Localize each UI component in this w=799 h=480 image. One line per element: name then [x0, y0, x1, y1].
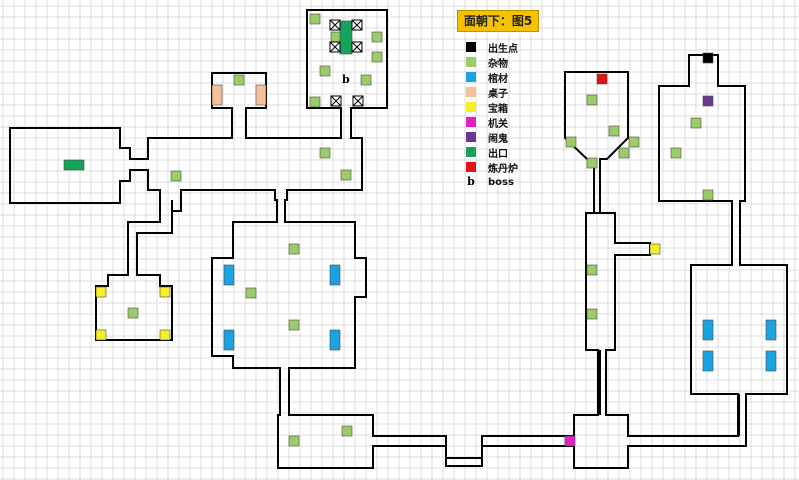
misc-marker: [245, 287, 257, 299]
misc-marker: [341, 425, 353, 437]
misc-marker: [628, 136, 640, 148]
misc-marker: [330, 31, 342, 43]
legend-item-chest: 宝箱: [466, 100, 518, 115]
legend-label-furnace: 炼丹炉: [488, 163, 518, 175]
legend-swatch-chest: [466, 102, 476, 112]
exit-marker: [63, 159, 85, 171]
coffin-marker: [765, 350, 777, 372]
legend-item-misc: 杂物: [466, 55, 518, 70]
chest-marker: [95, 286, 107, 298]
legend-swatch-exit: [466, 147, 476, 157]
misc-marker: [690, 117, 702, 129]
chest-marker: [159, 286, 171, 298]
misc-marker: [170, 170, 182, 182]
legend-label-spawn: 出生点: [488, 43, 518, 55]
misc-marker: [340, 169, 352, 181]
misc-marker: [670, 147, 682, 159]
legend-label-misc: 杂物: [488, 58, 508, 70]
table-marker: [211, 84, 223, 106]
legend-swatch-furnace: [466, 162, 476, 172]
legend-item-coffin: 棺材: [466, 70, 518, 85]
misc-marker: [618, 147, 630, 159]
misc-marker: [586, 157, 598, 169]
legend-swatch-table: [466, 87, 476, 97]
legend-swatch-ghost: [466, 132, 476, 142]
coffin-marker: [702, 319, 714, 341]
legend-item-spawn: 出生点: [466, 40, 518, 55]
legend-item-boss: b boss: [466, 175, 518, 189]
legend-label-mechanism: 机关: [488, 118, 508, 130]
legend-swatch-coffin: [466, 72, 476, 82]
chest-marker: [649, 243, 661, 255]
legend-label-table: 桌子: [488, 88, 508, 100]
boss-marker: b: [342, 73, 350, 86]
blocked-cell: [351, 19, 363, 31]
coffin-marker: [702, 350, 714, 372]
furnace-marker: [596, 73, 608, 85]
exit-marker: [339, 20, 353, 55]
coffin-marker: [223, 264, 235, 286]
misc-marker: [309, 96, 321, 108]
misc-marker: [586, 308, 598, 320]
legend-label-boss: boss: [488, 176, 514, 188]
map-title: 面朝下：图5: [457, 10, 539, 32]
misc-marker: [127, 307, 139, 319]
misc-marker: [233, 74, 245, 86]
blocked-cell: [329, 41, 341, 53]
map-markers: b: [63, 13, 777, 447]
blocked-cell: [329, 19, 341, 31]
blocked-cell: [330, 95, 342, 107]
legend-item-ghost: 闹鬼: [466, 130, 518, 145]
misc-marker: [608, 125, 620, 137]
legend-item-furnace: 炼丹炉: [466, 160, 518, 175]
misc-marker: [360, 74, 372, 86]
legend-item-table: 桌子: [466, 85, 518, 100]
misc-marker: [319, 147, 331, 159]
legend-swatch-mechanism: [466, 117, 476, 127]
chest-marker: [95, 329, 107, 341]
legend-swatch-spawn: [466, 42, 476, 52]
misc-marker: [586, 94, 598, 106]
mechanism-marker: [564, 435, 576, 447]
spawn-marker: [702, 52, 714, 64]
blocked-cell: [352, 95, 364, 107]
misc-marker: [565, 136, 577, 148]
legend-label-exit: 出口: [488, 148, 508, 160]
ghost-marker: [702, 95, 714, 107]
map-walls: [9, 9, 788, 469]
misc-marker: [319, 65, 331, 77]
legend-item-mechanism: 机关: [466, 115, 518, 130]
misc-marker: [371, 31, 383, 43]
coffin-marker: [329, 264, 341, 286]
legend-item-exit: 出口: [466, 145, 518, 160]
legend: 出生点 杂物 棺材 桌子 宝箱 机关 闹鬼 出口 炼丹炉 b boss: [466, 40, 518, 190]
misc-marker: [288, 435, 300, 447]
chest-marker: [159, 329, 171, 341]
misc-marker: [586, 264, 598, 276]
misc-marker: [371, 51, 383, 63]
coffin-marker: [329, 329, 341, 351]
misc-marker: [702, 189, 714, 201]
legend-glyph-boss: b: [467, 175, 475, 188]
blocked-cell: [351, 41, 363, 53]
misc-marker: [288, 319, 300, 331]
legend-label-chest: 宝箱: [488, 103, 508, 115]
table-marker: [255, 84, 267, 106]
legend-swatch-misc: [466, 57, 476, 67]
legend-label-ghost: 闹鬼: [488, 133, 508, 145]
legend-label-coffin: 棺材: [488, 73, 508, 85]
misc-marker: [309, 13, 321, 25]
coffin-marker: [765, 319, 777, 341]
misc-marker: [288, 243, 300, 255]
coffin-marker: [223, 329, 235, 351]
